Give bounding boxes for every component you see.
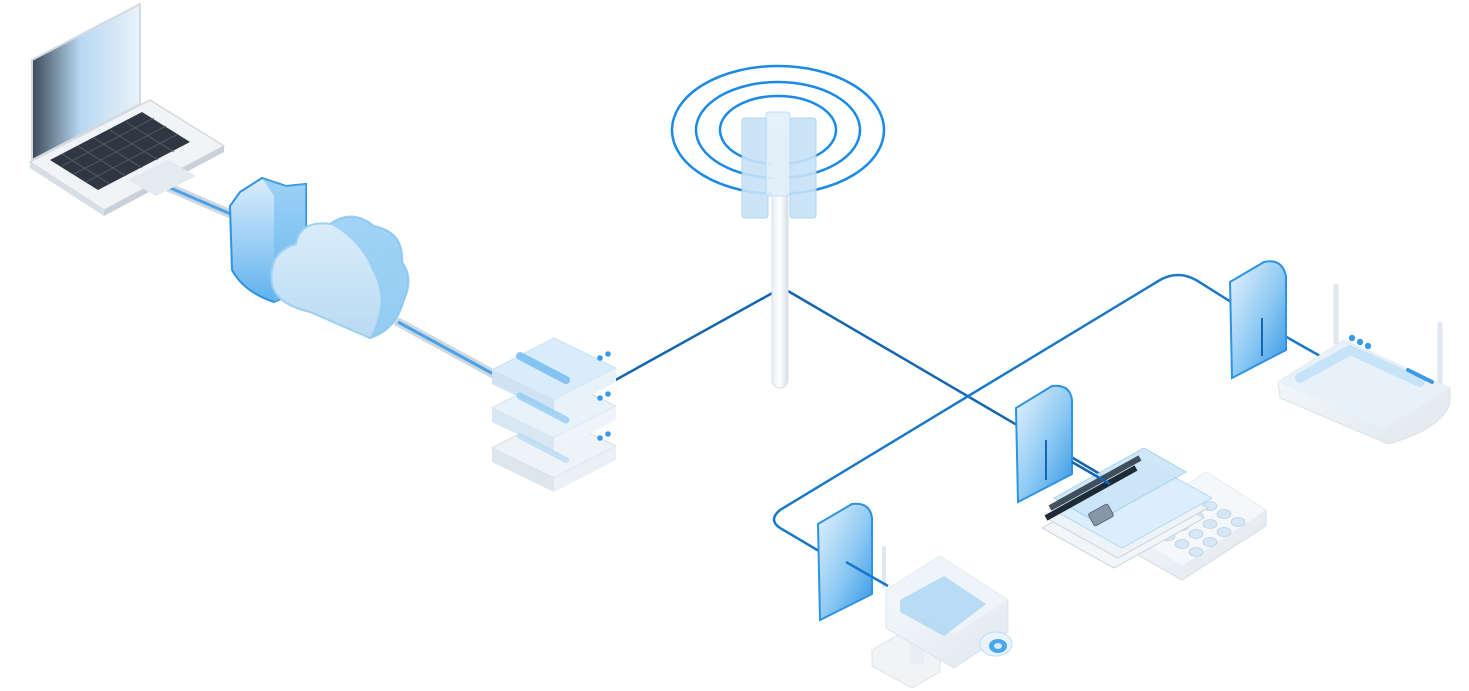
link-camera-panel [845,560,889,588]
payment-terminal-icon [1040,447,1267,581]
secure-element-icon [1228,260,1287,380]
cell-tower-icon [670,64,886,389]
secure-element-icon [1014,384,1073,504]
secure-element-icon [816,502,873,622]
router-icon [1277,283,1451,445]
cloud-icon [270,215,410,340]
link-camera-router [772,273,1321,569]
link-server-tower [611,289,777,384]
laptop-icon [28,2,226,216]
server-rack-icon [490,337,618,492]
card-stack [1040,447,1214,569]
link-cloud-server [393,317,502,381]
security-camera-icon [871,546,1013,689]
link-laptop-firewall [163,182,245,223]
link-terminal-panel [1071,460,1111,486]
